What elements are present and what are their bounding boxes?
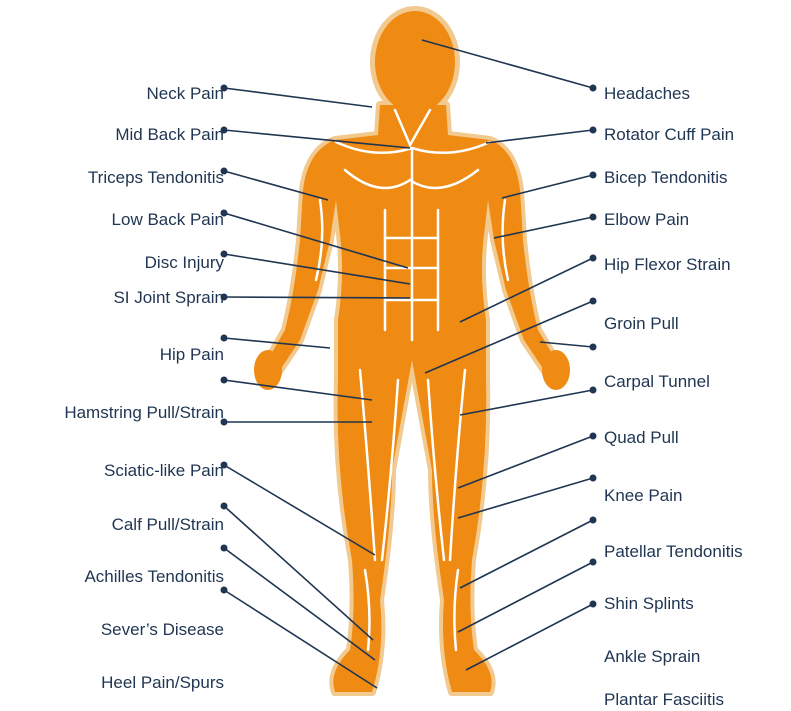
body-silhouette: [254, 10, 570, 692]
leader-dot-heel-pain: [221, 587, 228, 594]
leader-dot-hip-flexor-strain: [590, 255, 597, 262]
leader-line-neck-pain: [224, 88, 372, 107]
leader-dot-hamstring-upper: [221, 377, 228, 384]
label-shin-splints: Shin Splints: [604, 594, 694, 614]
leader-line-si-joint-sprain: [224, 297, 410, 298]
leader-dot-carpal-tunnel: [590, 344, 597, 351]
head: [375, 11, 455, 113]
label-sciatic-like-pain: Sciatic-like Pain: [104, 461, 224, 481]
label-severs-disease: Sever’s Disease: [101, 620, 224, 640]
leader-line-ankle-sprain: [466, 604, 593, 670]
leader-dot-knee-pain-2: [590, 475, 597, 482]
label-groin-pull: Groin Pull: [604, 314, 679, 334]
label-hip-pain: Hip Pain: [160, 345, 224, 365]
label-triceps-tendonitis: Triceps Tendonitis: [88, 168, 224, 188]
label-achilles-tendonitis: Achilles Tendonitis: [84, 567, 224, 587]
label-hip-flexor-strain: Hip Flexor Strain: [604, 255, 731, 275]
label-heel-pain-spurs: Heel Pain/Spurs: [101, 673, 224, 693]
label-rotator-cuff-pain: Rotator Cuff Pain: [604, 125, 734, 145]
leader-dot-rotator-cuff-pain: [590, 127, 597, 134]
leader-line-shin-splints: [458, 562, 593, 632]
label-si-joint-sprain: SI Joint Sprain: [113, 288, 224, 308]
leader-dot-ankle-sprain: [590, 601, 597, 608]
leader-dot-achilles-tendonitis: [221, 545, 228, 552]
leader-dot-hip-pain: [221, 335, 228, 342]
label-carpal-tunnel: Carpal Tunnel: [604, 372, 710, 392]
leader-dot-calf-pull-strain: [221, 503, 228, 510]
label-headaches: Headaches: [604, 84, 690, 104]
leader-dot-groin-pull: [590, 298, 597, 305]
label-mid-back-pain: Mid Back Pain: [115, 125, 224, 145]
leader-dot-patellar-tendonitis: [590, 517, 597, 524]
label-low-back-pain: Low Back Pain: [112, 210, 224, 230]
label-bicep-tendonitis: Bicep Tendonitis: [604, 168, 728, 188]
leader-dot-headaches: [590, 85, 597, 92]
leader-dot-bicep-tendonitis: [590, 172, 597, 179]
label-knee-pain: Knee Pain: [604, 486, 682, 506]
label-quad-pull: Quad Pull: [604, 428, 679, 448]
leader-dot-elbow-pain: [590, 214, 597, 221]
right-hand: [542, 350, 570, 390]
leader-dot-shin-splints: [590, 559, 597, 566]
label-neck-pain: Neck Pain: [147, 84, 224, 104]
leader-line-rotator-cuff-pain: [486, 130, 593, 143]
label-plantar-fasciitis: Plantar Fasciitis: [604, 690, 724, 710]
label-elbow-pain: Elbow Pain: [604, 210, 689, 230]
label-patellar-tendonitis: Patellar Tendonitis: [604, 542, 743, 562]
leader-dot-knee-pain: [590, 433, 597, 440]
leader-dot-quad-pull: [590, 387, 597, 394]
label-ankle-sprain: Ankle Sprain: [604, 647, 700, 667]
label-hamstring-pull-strain: Hamstring Pull/Strain: [64, 403, 224, 423]
label-calf-pull-strain: Calf Pull/Strain: [112, 515, 224, 535]
label-disc-injury: Disc Injury: [145, 253, 224, 273]
